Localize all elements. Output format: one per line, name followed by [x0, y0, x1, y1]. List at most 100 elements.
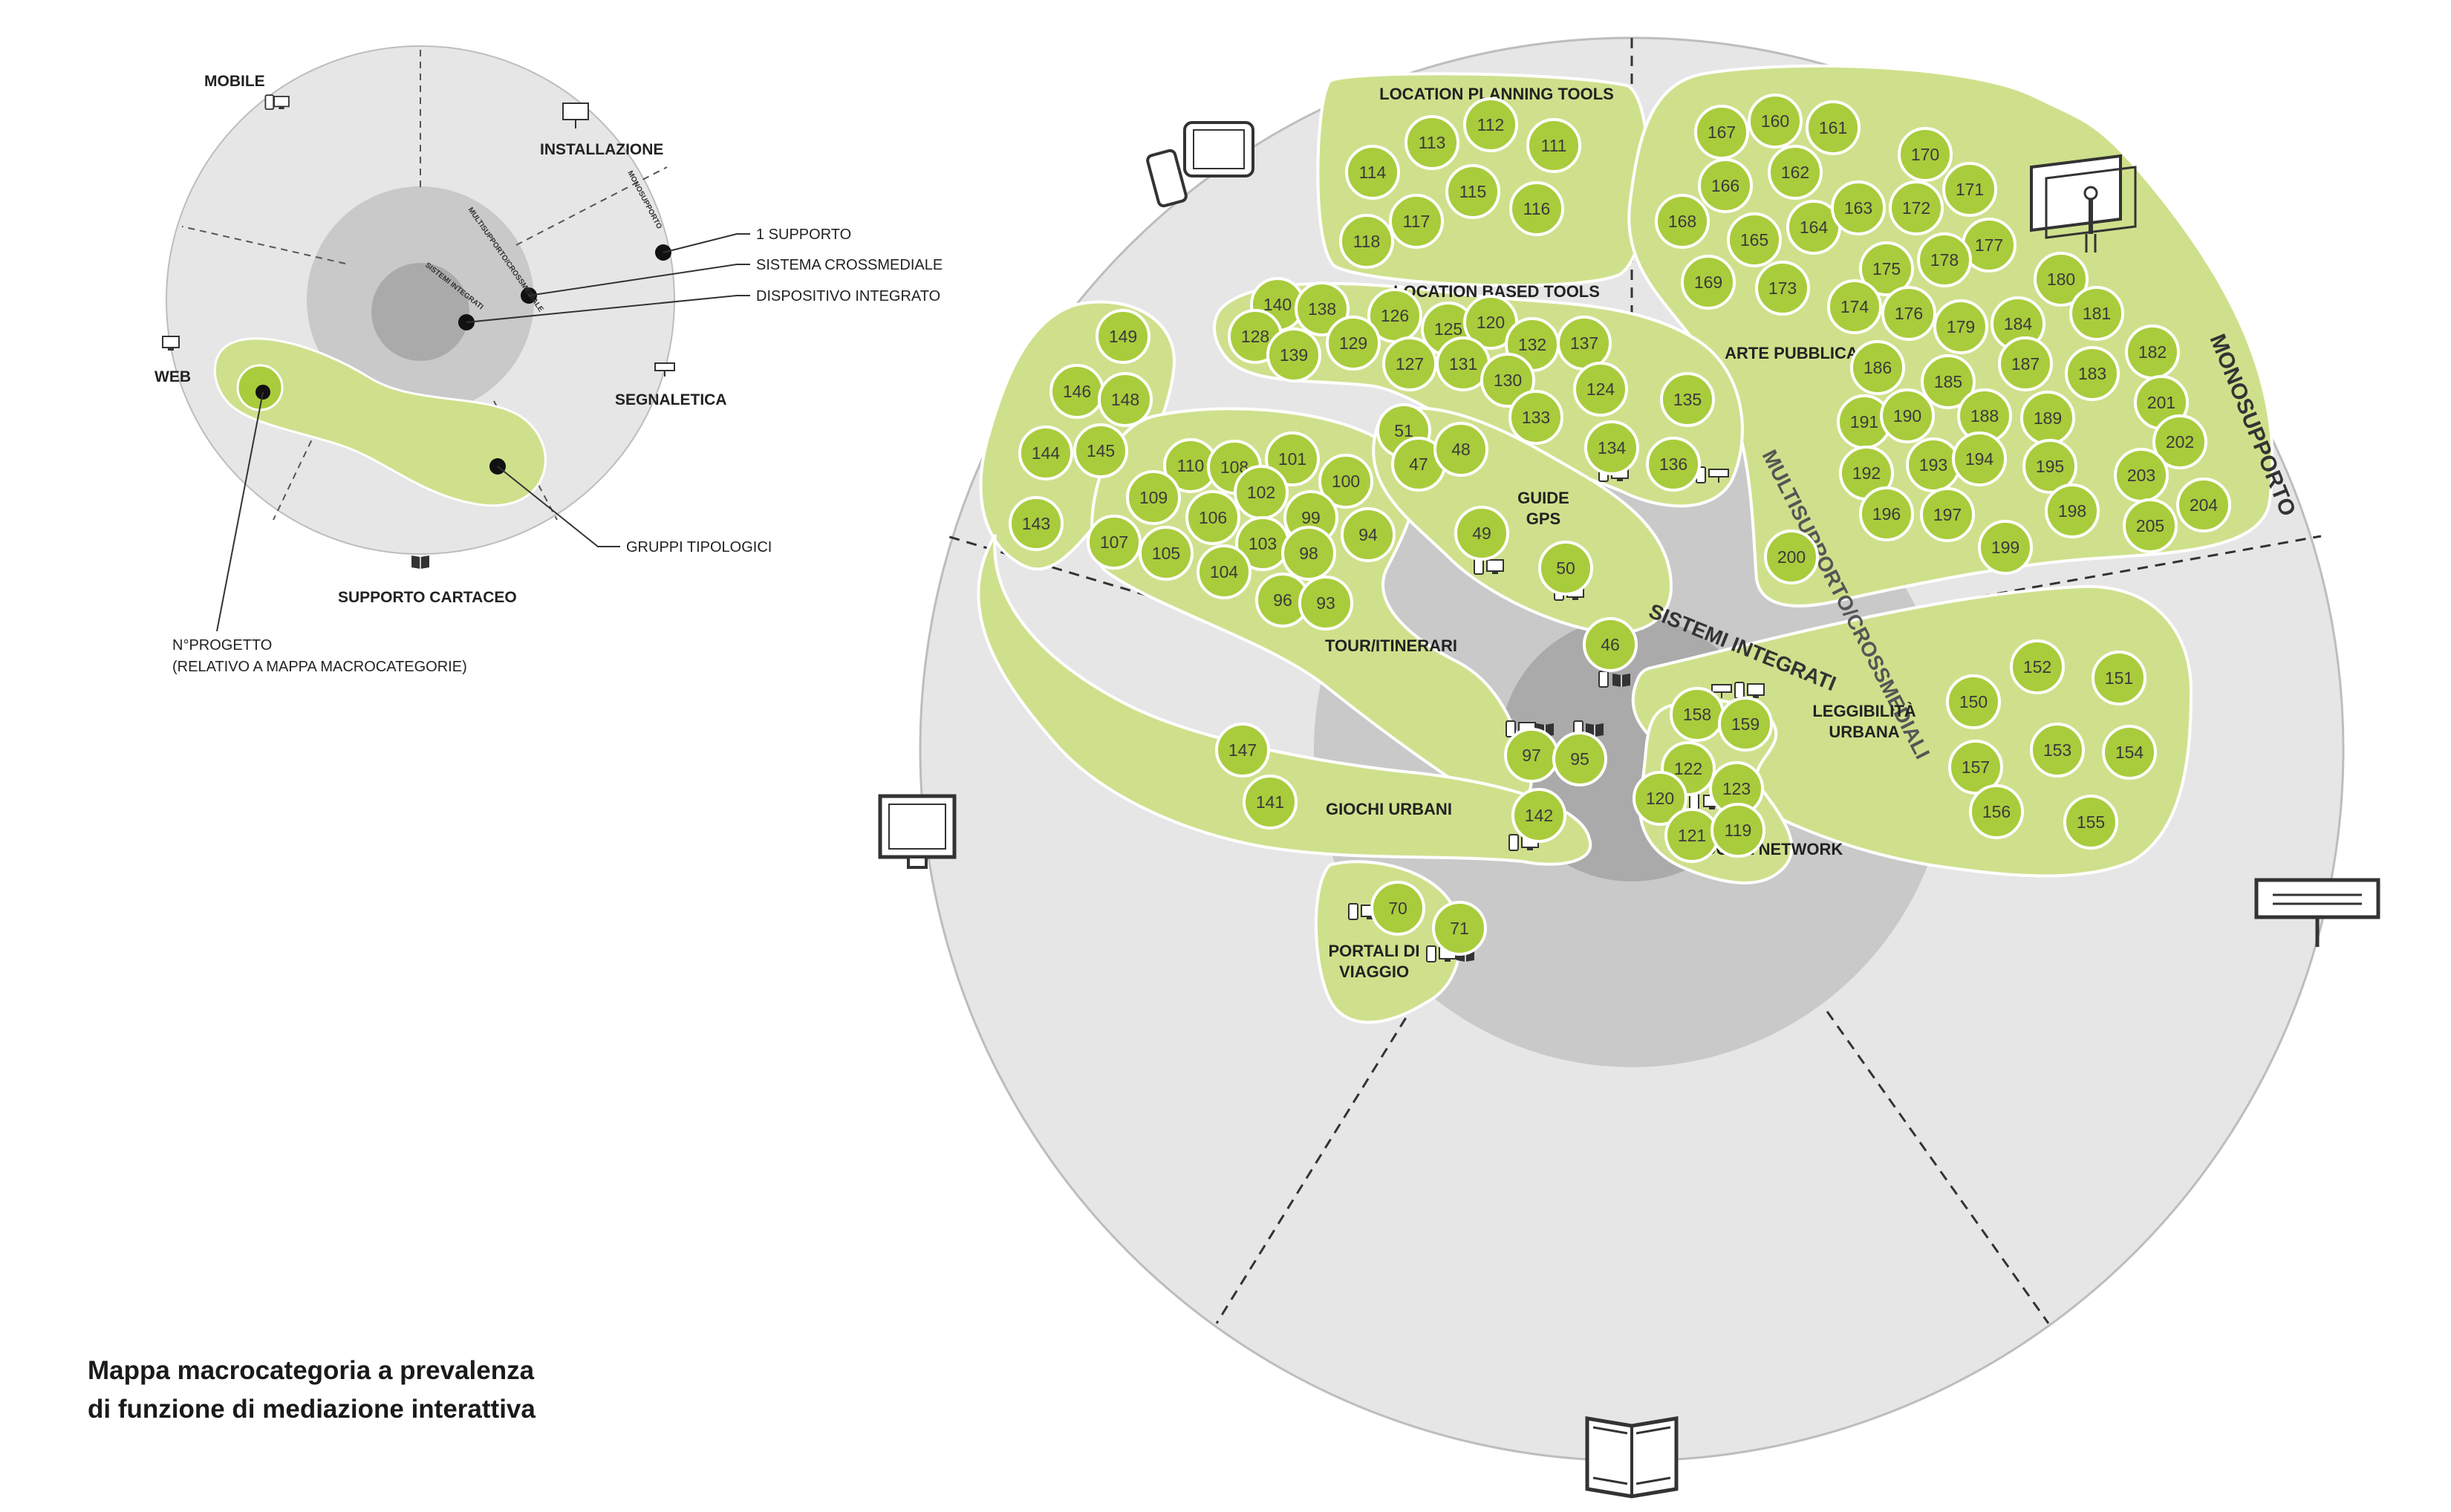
project-node[interactable]: 155 [2063, 795, 2118, 850]
project-node[interactable]: 136 [1646, 437, 1701, 492]
project-node[interactable]: 124 [1573, 362, 1628, 417]
project-node[interactable]: 157 [1948, 740, 2003, 795]
project-node[interactable]: 178 [1917, 232, 1972, 287]
project-node[interactable]: 95 [1552, 731, 1607, 786]
project-node[interactable]: 145 [1073, 423, 1128, 478]
project-node[interactable]: 106 [1185, 490, 1240, 545]
project-node[interactable]: 149 [1096, 309, 1150, 364]
project-node[interactable]: 176 [1881, 286, 1936, 341]
project-node[interactable]: 138 [1295, 281, 1350, 336]
project-node[interactable]: 119 [1711, 803, 1765, 858]
project-node[interactable]: 137 [1557, 316, 1612, 371]
project-node[interactable]: 103 [1235, 516, 1290, 571]
project-node[interactable]: 165 [1727, 212, 1782, 267]
project-node[interactable]: 166 [1698, 158, 1753, 213]
project-node[interactable]: 123 [1709, 761, 1764, 816]
project-node[interactable]: 174 [1827, 279, 1882, 334]
project-node[interactable]: 141 [1243, 775, 1298, 830]
project-node[interactable]: 202 [2152, 414, 2207, 469]
project-node[interactable]: 120 [1463, 295, 1518, 350]
project-node[interactable]: 116 [1509, 181, 1564, 236]
project-node[interactable]: 204 [2176, 478, 2231, 532]
project-node[interactable]: 200 [1764, 529, 1819, 584]
project-node[interactable]: 172 [1889, 180, 1944, 235]
project-node[interactable]: 139 [1266, 328, 1321, 382]
project-node[interactable]: 117 [1389, 194, 1444, 249]
project-node[interactable]: 154 [2102, 725, 2157, 780]
project-node[interactable]: 185 [1921, 354, 1976, 409]
project-node[interactable]: 167 [1694, 105, 1749, 160]
project-node[interactable]: 144 [1018, 426, 1073, 480]
project-node[interactable]: 148 [1098, 372, 1153, 427]
project-node[interactable]: 127 [1382, 336, 1437, 391]
project-node[interactable]: 153 [2030, 723, 2085, 778]
project-node[interactable]: 50 [1538, 541, 1593, 596]
project-node[interactable]: 107 [1087, 515, 1142, 570]
project-node[interactable]: 168 [1655, 194, 1710, 249]
project-node[interactable]: 98 [1281, 526, 1336, 581]
project-node[interactable]: 180 [2034, 252, 2089, 307]
project-node[interactable]: 181 [2069, 286, 2124, 341]
project-node[interactable]: 161 [1806, 100, 1861, 155]
project-node[interactable]: 93 [1298, 576, 1353, 630]
project-node[interactable]: 197 [1920, 487, 1975, 542]
project-node[interactable]: 173 [1755, 261, 1810, 316]
project-node[interactable]: 175 [1859, 241, 1914, 296]
project-node[interactable]: 179 [1933, 299, 1988, 354]
project-node[interactable]: 160 [1748, 94, 1803, 149]
project-node[interactable]: 111 [1526, 118, 1581, 173]
project-node[interactable]: 163 [1831, 180, 1886, 235]
project-node[interactable]: 203 [2114, 448, 2169, 503]
project-node[interactable]: 195 [2022, 439, 2077, 494]
project-node[interactable]: 112 [1463, 97, 1518, 152]
project-node[interactable]: 170 [1898, 127, 1953, 182]
project-node[interactable]: 171 [1942, 162, 1997, 217]
project-node[interactable]: 169 [1681, 255, 1736, 310]
project-node[interactable]: 158 [1670, 687, 1725, 742]
project-node[interactable]: 109 [1126, 470, 1181, 525]
project-node[interactable]: 49 [1454, 506, 1509, 561]
project-node[interactable]: 142 [1511, 788, 1566, 843]
project-node[interactable]: 114 [1345, 145, 1400, 200]
project-node[interactable]: 162 [1768, 145, 1823, 200]
project-node[interactable]: 150 [1946, 674, 2001, 729]
project-node[interactable]: 151 [2092, 651, 2146, 706]
project-node[interactable]: 130 [1480, 353, 1535, 408]
project-node[interactable]: 115 [1445, 164, 1500, 219]
project-node[interactable]: 129 [1326, 316, 1381, 371]
project-node[interactable]: 152 [2010, 639, 2065, 694]
project-node[interactable]: 147 [1215, 723, 1270, 778]
project-node[interactable]: 183 [2065, 346, 2120, 401]
project-node[interactable]: 131 [1436, 336, 1491, 391]
project-node[interactable]: 196 [1859, 486, 1914, 541]
project-node[interactable]: 205 [2123, 498, 2178, 553]
project-node[interactable]: 156 [1969, 784, 2024, 839]
project-node[interactable]: 120 [1633, 771, 1687, 826]
project-node[interactable]: 182 [2125, 325, 2180, 379]
project-node[interactable]: 70 [1370, 881, 1425, 936]
project-node[interactable]: 105 [1139, 526, 1194, 581]
project-node[interactable]: 97 [1504, 728, 1559, 783]
project-node[interactable]: 110 [1163, 438, 1218, 493]
project-node[interactable]: 113 [1404, 115, 1459, 170]
project-node[interactable]: 133 [1508, 390, 1563, 445]
project-node[interactable]: 102 [1234, 465, 1289, 520]
project-node[interactable]: 184 [1991, 296, 2045, 351]
project-node[interactable]: 121 [1664, 808, 1719, 863]
project-node[interactable]: 159 [1718, 697, 1773, 752]
project-node[interactable]: 48 [1433, 422, 1488, 477]
project-node[interactable]: 134 [1584, 420, 1639, 475]
project-node[interactable]: 188 [1957, 388, 2012, 443]
project-node[interactable]: 198 [2045, 483, 2100, 538]
project-node[interactable]: 46 [1583, 617, 1638, 672]
project-node[interactable]: 94 [1341, 507, 1396, 562]
project-node[interactable]: 193 [1906, 437, 1961, 492]
project-node[interactable]: 190 [1880, 388, 1935, 443]
project-node[interactable]: 146 [1049, 364, 1104, 419]
project-node[interactable]: 189 [2020, 391, 2075, 446]
project-node[interactable]: 194 [1952, 431, 2007, 486]
project-node[interactable]: 118 [1339, 214, 1394, 269]
project-node[interactable]: 96 [1255, 573, 1310, 628]
project-node[interactable]: 187 [1998, 336, 2053, 391]
project-node[interactable]: 100 [1318, 454, 1373, 509]
